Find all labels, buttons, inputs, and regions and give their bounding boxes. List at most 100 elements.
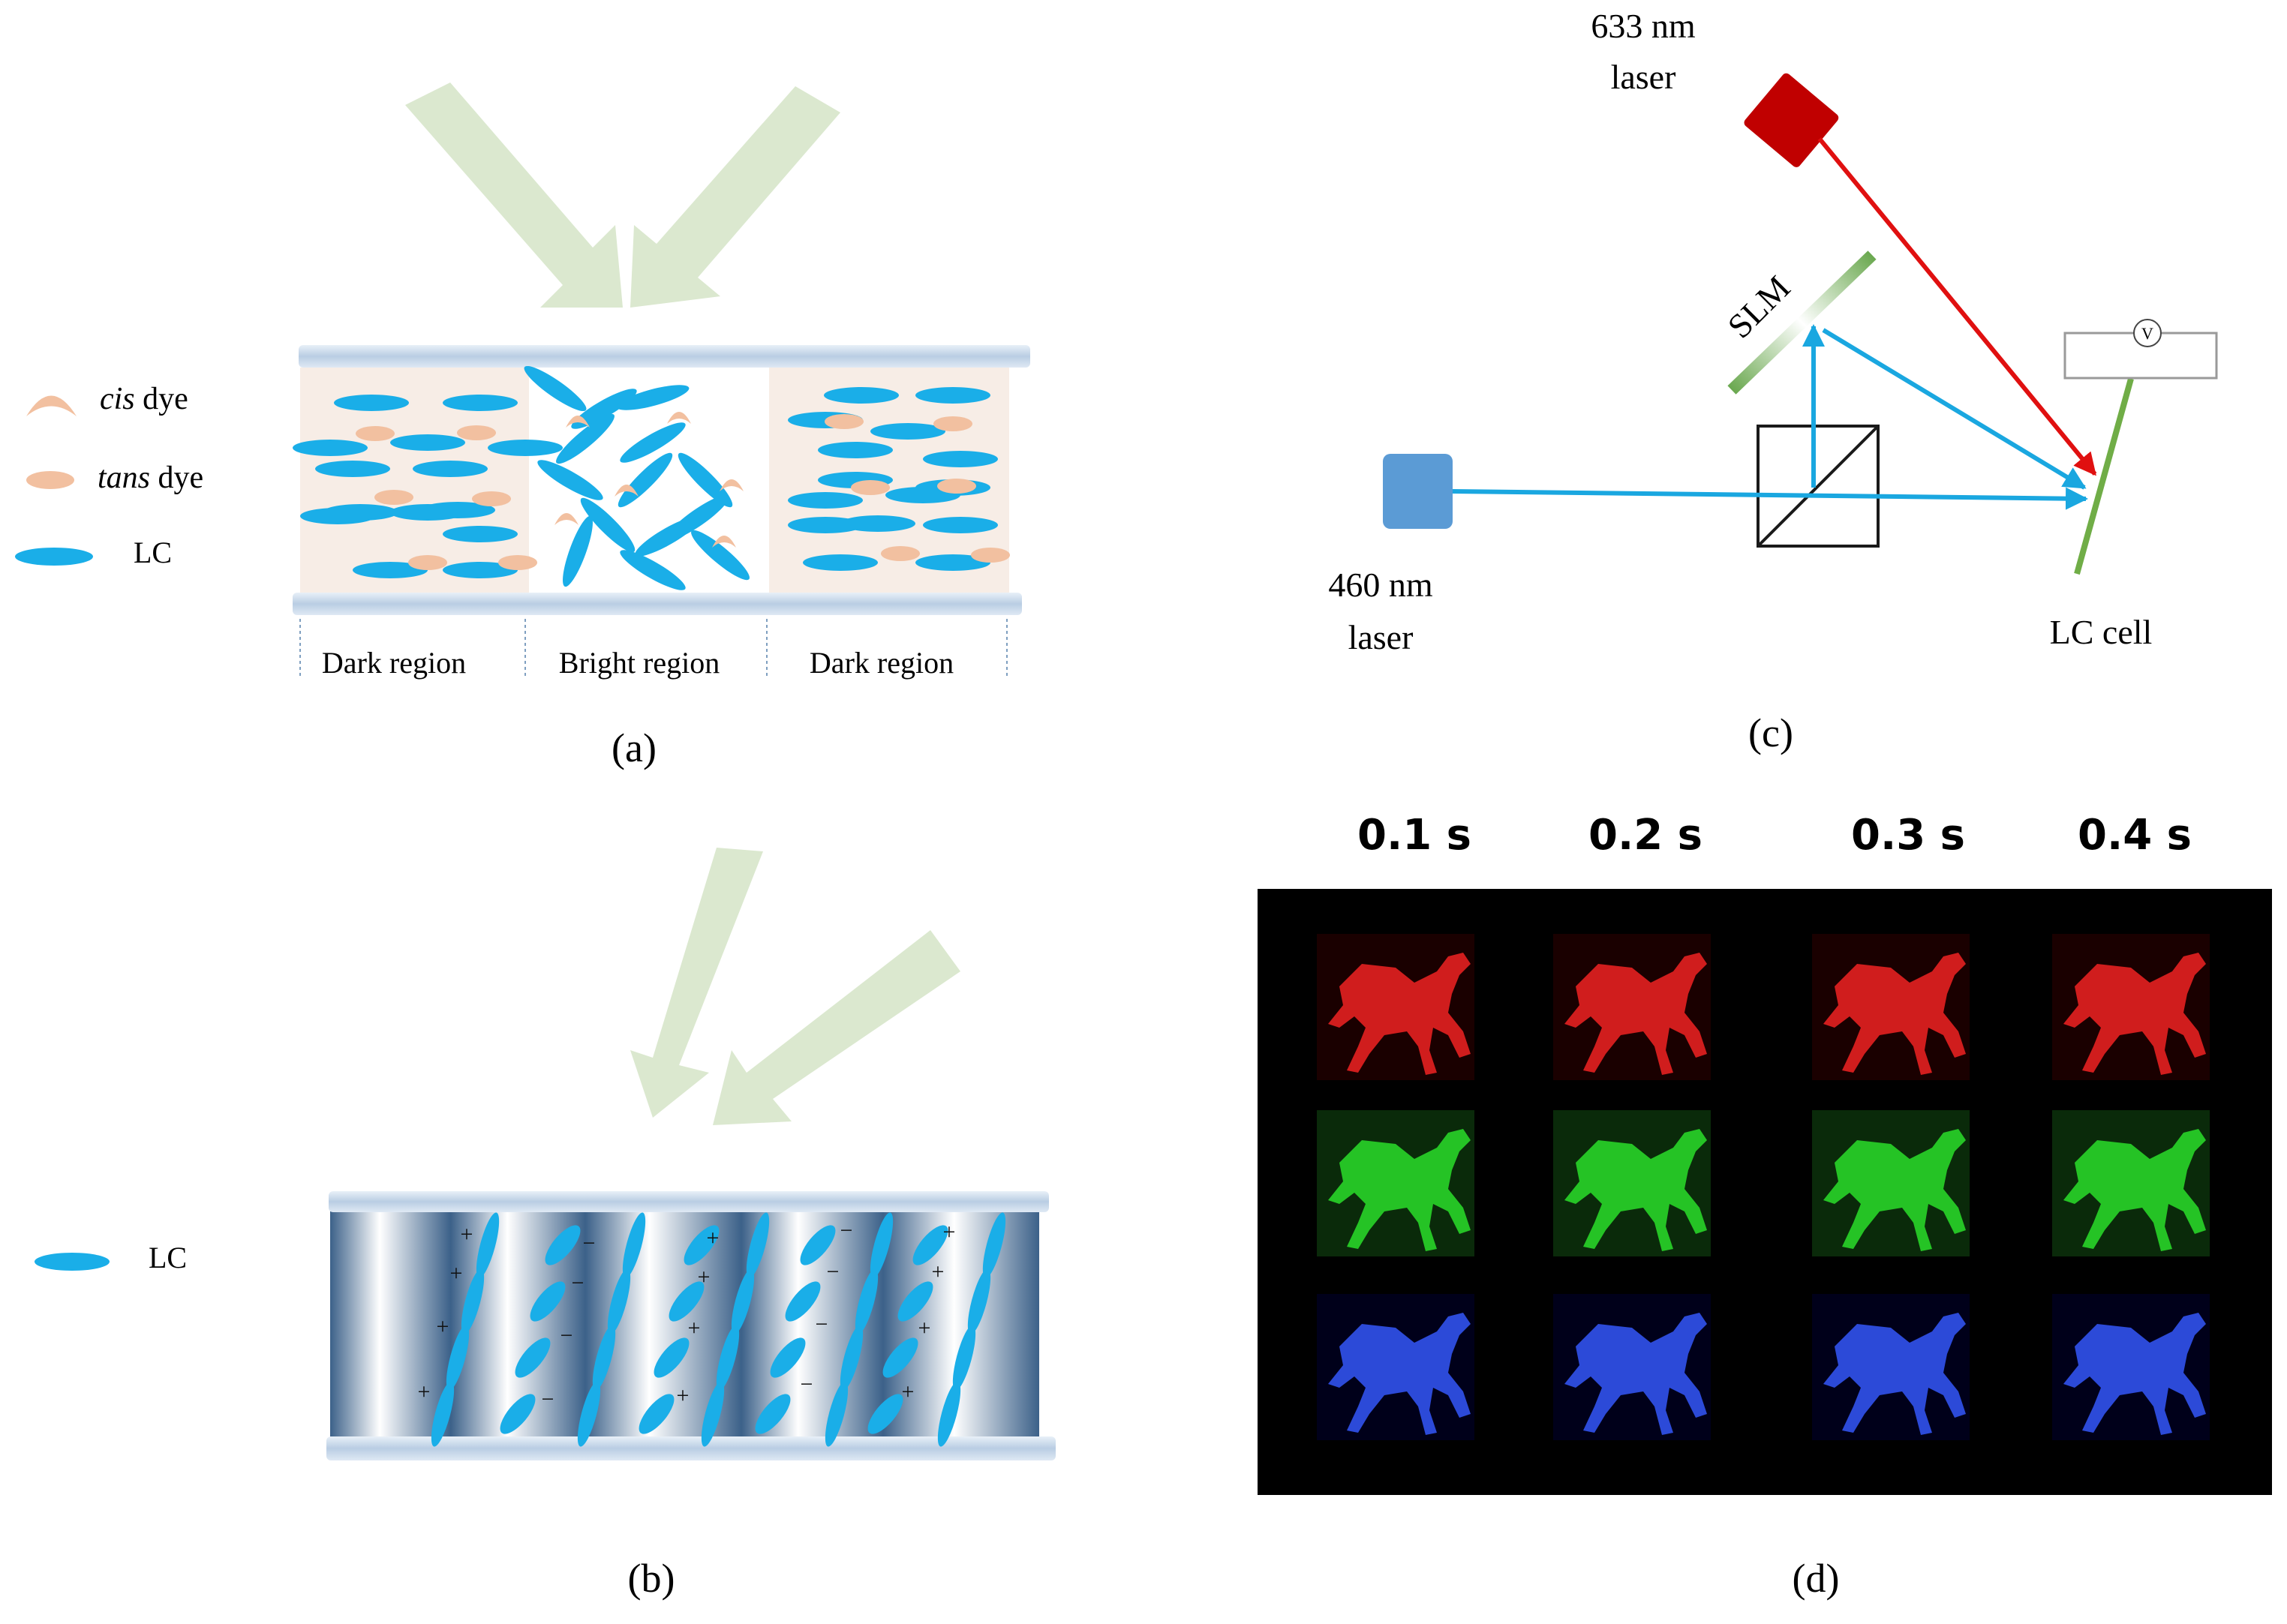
lc-molecule [334,395,409,411]
blue-laser-label-1: 460 nm [1328,566,1433,604]
lc-molecule [678,452,733,508]
lc-molecule [915,387,990,404]
lc-molecule [537,460,603,500]
lc-molecule [563,515,593,587]
time-label-1: 0.1 s [1357,811,1471,860]
negative-charge: − [560,1323,573,1348]
lc-molecule [897,1281,933,1322]
lc-molecule [701,1381,725,1447]
trans-dye-molecule [472,491,511,506]
lc-molecule [691,530,750,581]
lc-molecule [616,385,690,410]
lc-molecule [300,508,375,524]
hologram-horse [1823,1313,1966,1435]
lc-molecule [870,1212,894,1278]
lc-molecule [571,389,637,429]
cis-dye-molecule [720,479,744,491]
lc-molecule [923,451,998,467]
legend-lc-b: LC [149,1241,187,1274]
caption-b: (b) [628,1556,675,1601]
lc-molecule [618,452,673,508]
lc-molecule [800,1225,836,1265]
red-laser-source [1744,73,1839,167]
lc-molecule [390,504,465,521]
region-label-bright: Bright region [559,646,720,680]
trans-dye-molecule [937,479,976,494]
positive-charge: + [688,1316,701,1340]
lc-molecule [620,422,686,463]
voltmeter-label: V [2141,324,2153,343]
time-label-2: 0.2 s [1588,811,1702,860]
trans-dye-molecule [356,426,395,441]
negative-charge: − [816,1312,828,1337]
lc-molecule [803,554,878,571]
lc-molecule [580,497,636,553]
caption-d: (d) [1793,1556,1840,1601]
lc-molecule [654,1337,690,1378]
blue-beam-main [1452,487,2088,510]
blue-laser-source [1383,454,1453,529]
panel-a: Dark region Bright region Dark region ci… [15,83,1030,770]
beam-splitter-cube [1757,425,1880,548]
time-label-4: 0.4 s [2078,811,2192,860]
positive-charge: + [461,1222,473,1247]
bottom-glass-b [326,1436,1056,1460]
incident-light-arrows-b [630,848,960,1125]
panel-c: 633 nm laser SLM 460 nm laser V LC cell … [1328,7,2218,755]
lc-molecules-b [431,1212,1006,1447]
legend-trans: tans dye [98,461,203,495]
beam-splitter-diagonal [1757,425,1880,548]
light-arrow-left [405,83,623,308]
lc-molecule [556,413,615,464]
trans-dye-molecule [933,416,972,431]
trans-dye-molecule [881,546,920,561]
top-glass-a [299,345,1030,368]
lc-molecule [607,1268,631,1334]
hologram-horse [2063,1313,2206,1435]
hologram-horse [1328,1313,1471,1435]
lc-molecule [967,1268,991,1334]
space-charges-b: ++++++++++++−−−−−−−− [418,1218,956,1412]
lc-molecule [353,562,428,578]
lc-molecule [882,1337,918,1378]
negative-charge: − [827,1259,840,1284]
trans-dye-molecule [498,555,537,570]
lc-molecule [443,526,518,542]
positive-charge: + [418,1379,431,1404]
negative-charge: − [840,1218,853,1243]
hologram-horse [1564,1313,1707,1435]
lc-molecule [840,1325,864,1391]
lc-cell-plate [2074,377,2134,575]
lc-molecule [431,1381,455,1447]
voltmeter-icon [2133,319,2162,347]
lc-molecule [731,1268,755,1334]
legend-lc-a: LC [134,536,172,569]
lc-molecule [530,1281,566,1322]
positive-charge: + [677,1383,690,1408]
lc-molecule [912,1225,948,1265]
region-label-dark-left: Dark region [322,646,466,680]
blue-laser-label-2: laser [1348,618,1414,656]
light-arrow-b-left [630,848,763,1118]
positive-charge: + [918,1316,931,1340]
lc-molecule [818,442,893,458]
cis-dye-molecule [615,485,639,497]
slm-mirror [1727,251,1877,395]
lc-cell-label: LC cell [2050,613,2153,651]
lc-molecule [461,1268,485,1334]
blue-beam-from-slm [1822,328,2087,490]
lc-molecule [870,423,945,440]
lc-molecule [500,1394,536,1434]
lc-molecule [923,517,998,533]
lc-molecule [867,1394,903,1434]
negative-charge: − [542,1387,554,1412]
legend-cis: cis dye [100,382,188,416]
lc-molecule [577,1381,601,1447]
trans-dye-molecule [825,414,864,429]
lc-molecule [785,1281,821,1322]
light-arrow-b-right [713,930,960,1125]
time-label-3: 0.3 s [1851,811,1965,860]
lc-molecule [982,1212,1006,1278]
lc-molecule [788,517,863,533]
dye-molecules-a [356,412,1010,570]
